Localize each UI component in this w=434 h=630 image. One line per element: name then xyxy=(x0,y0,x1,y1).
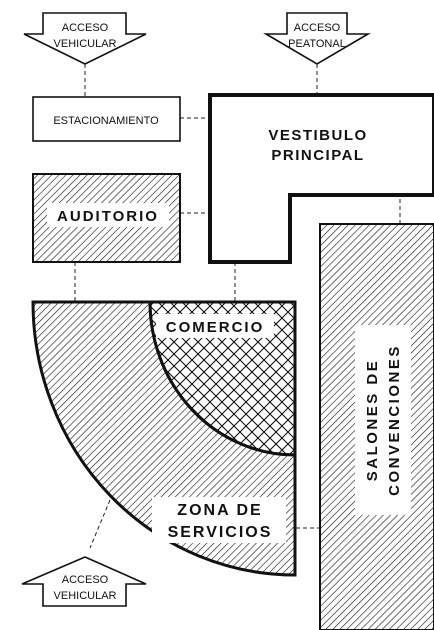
commerce-label-bg xyxy=(156,314,274,338)
pedestrian-access-arrow xyxy=(263,12,371,65)
main-lobby xyxy=(208,93,434,264)
convention-label-bg xyxy=(355,325,411,515)
convention-label-2: CONVENCIONES xyxy=(386,344,403,496)
vehicle-access-bottom-arrow xyxy=(21,556,147,607)
auditorium-label: AUDITORIO xyxy=(57,208,159,225)
pedestrian-access-label-2: PEATONAL xyxy=(288,38,346,50)
services-label-bg xyxy=(152,497,286,543)
main-lobby-label-1: VESTIBULO xyxy=(268,127,367,144)
auditorium-label-bg xyxy=(47,203,169,227)
services-label-2: SERVICIOS xyxy=(168,524,273,541)
services-label-1: ZONA DE xyxy=(177,502,262,519)
vehicle-access-top-label-1: ACCESO xyxy=(62,22,109,34)
parking-label: ESTACIONAMIENTO xyxy=(53,115,159,127)
main-lobby-label-2: PRINCIPAL xyxy=(271,147,364,164)
vehicle-access-bottom-label-2: VEHICULAR xyxy=(54,590,117,602)
commerce-label: COMERCIO xyxy=(166,319,265,336)
vehicle-access-bottom-label-1: ACCESO xyxy=(62,574,109,586)
convention-label-1: SALONES DE xyxy=(364,359,381,482)
vehicle-access-top-arrow xyxy=(23,12,147,65)
parking-box xyxy=(32,96,181,142)
pedestrian-access-label-1: ACCESO xyxy=(294,22,341,34)
vehicle-access-top-label-2: VEHICULAR xyxy=(54,38,117,50)
